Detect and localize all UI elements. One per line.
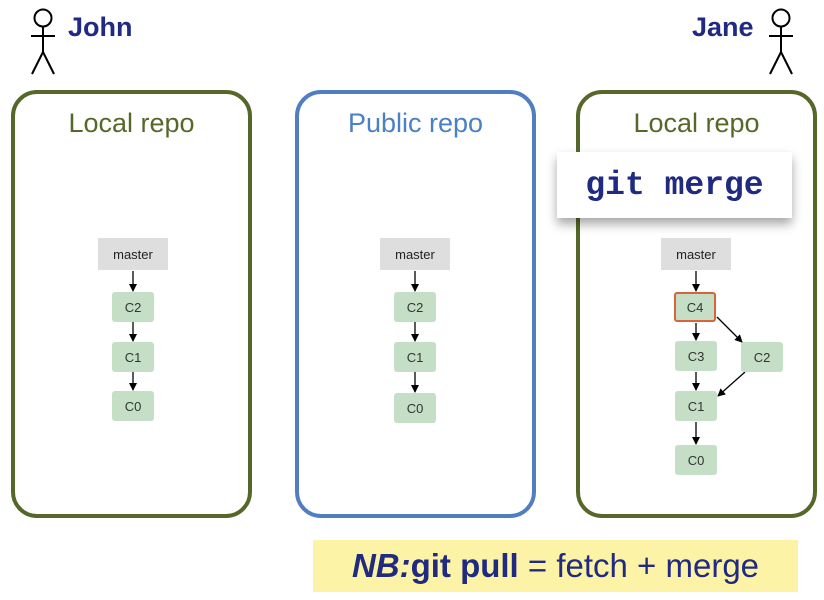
public-commit-c2: C2 xyxy=(394,292,436,322)
jane-commit-c3: C3 xyxy=(675,341,717,371)
john-commit-c1: C1 xyxy=(112,342,154,372)
john-commit-c2: C2 xyxy=(112,292,154,322)
john-repo-title: Local repo xyxy=(68,108,195,138)
jane-stick-figure-icon xyxy=(769,8,793,75)
nb-rest: = fetch + merge xyxy=(518,547,760,584)
jane-commit-c4-merge: C4 xyxy=(674,292,716,322)
john-commit-c0: C0 xyxy=(112,391,154,421)
jane-repo-title: Local repo xyxy=(633,108,760,138)
public-master-label: master xyxy=(380,238,450,270)
nb-note: NB: git pull = fetch + merge xyxy=(313,540,798,592)
nb-label: NB: xyxy=(351,547,411,584)
john-name: John xyxy=(68,12,133,42)
public-repo-title: Public repo xyxy=(347,108,484,138)
nb-git-pull: git pull xyxy=(410,547,519,584)
jane-name: Jane xyxy=(692,12,754,42)
john-stick-figure-icon xyxy=(31,8,55,75)
jane-commit-c1: C1 xyxy=(675,391,717,421)
public-commit-c0: C0 xyxy=(394,393,436,423)
jane-commit-c2: C2 xyxy=(741,342,783,372)
public-commit-c1: C1 xyxy=(394,342,436,372)
john-master-label: master xyxy=(98,238,168,270)
jane-commit-c0: C0 xyxy=(675,445,717,475)
jane-master-label: master xyxy=(661,238,731,270)
git-merge-command: git merge xyxy=(557,152,792,218)
